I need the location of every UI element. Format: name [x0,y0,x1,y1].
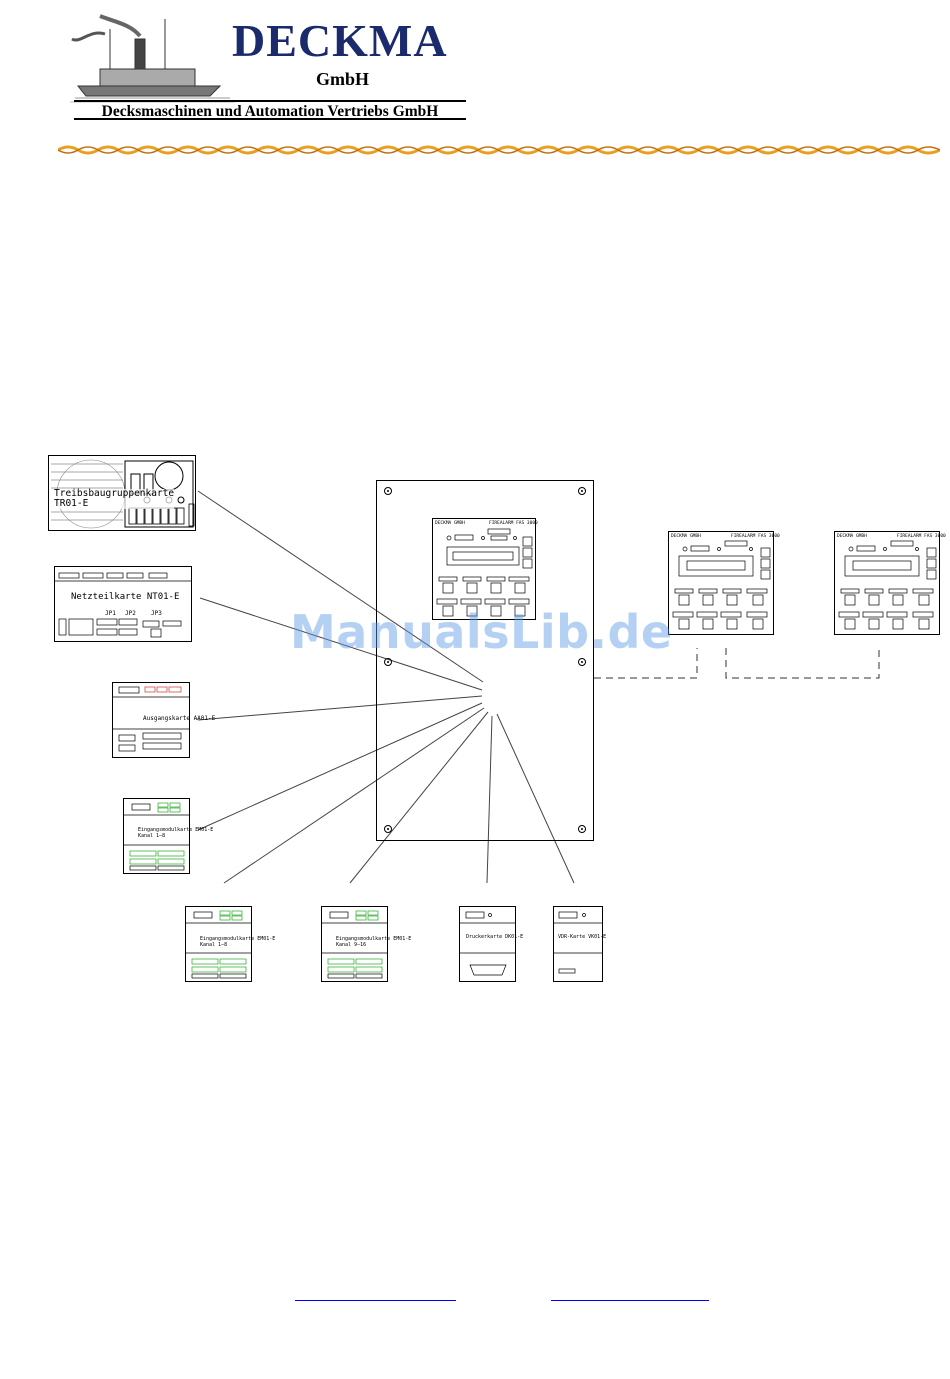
power-card-graphic [55,572,191,638]
input-card-1: Eingangsmodulkarte EM01-E Kanal 1–8 [123,798,213,874]
remote-panel-2-model: FIREALARM FAS 3000 [897,534,946,539]
main-panel-graphic [436,528,533,617]
remote-panel-1-graphic [672,540,771,630]
output-card-graphic [113,686,189,752]
power-card: Netzteilkarte NT01-E JP1 JP2 JP3 [54,566,192,642]
main-control-panel: DECKMA GMBH FIREALARM FAS 3000 [432,518,538,620]
printer-card-graphic [460,911,515,976]
input-card-1-label: Eingangsmodulkarte EM01-E [138,827,214,833]
printer-card-label: Druckerkarte DK01-E [466,934,524,940]
watermark: ManualsLib.de [290,605,673,659]
remote-panel-2: DECKMA GMBH FIREALARM FAS 3000 [834,531,946,635]
input-card-1-graphic [124,802,189,871]
input-card-2-sub: Kanal 1–8 [200,942,228,948]
remote-panel-1: DECKMA GMBH FIREALARM FAS 3000 [668,531,780,635]
power-card-jp2: JP2 [125,610,136,617]
input-card-3: Eingangsmodulkarte EM01-E Kanal 9–16 [321,906,411,982]
cabinet-screws [384,487,586,833]
footer-link-left[interactable] [295,1286,456,1301]
printer-card: Druckerkarte DK01-E [459,906,523,982]
steamship-illustration [70,14,235,103]
company-name: DECKMA [232,15,448,66]
remote-panel-1-model: FIREALARM FAS 3000 [731,534,780,539]
drive-card: Treibsbaugruppenkarte TR01-E [48,455,196,531]
drive-card-code: TR01-E [54,498,89,509]
remote-panel-2-brand: DECKMA GMBH [837,534,867,539]
logo [70,14,470,124]
vdr-card: VDR-Karte VK01-E [553,906,607,982]
input-card-2-graphic [186,910,251,979]
input-card-2-label: Eingangsmodulkarte EM01-E [200,936,276,942]
company-subtitle: Decksmaschinen und Automation Vertriebs … [74,100,466,120]
footer-link-right[interactable] [551,1286,709,1301]
input-card-2: Eingangsmodulkarte EM01-E Kanal 1–8 [185,906,275,982]
main-cabinet [376,480,594,841]
remote-panel-1-brand: DECKMA GMBH [671,534,701,539]
input-card-3-graphic [322,910,387,979]
panel-model: FIREALARM FAS 3000 [489,521,538,526]
power-card-label: Netzteilkarte NT01-E [71,592,180,602]
output-card-label: Ausgangskarte AA01-E [143,715,216,722]
vdr-card-graphic [554,911,602,974]
input-card-1-sub: Kanal 1–8 [138,833,166,839]
panel-brand: DECKMA GMBH [435,521,465,526]
input-card-3-label: Eingangsmodulkarte EM01-E [336,936,412,942]
output-card: Ausgangskarte AA01-E [112,682,215,758]
drive-card-label: Treibsbaugruppenkarte [54,488,175,499]
remote-panel-2-graphic [838,540,937,630]
company-suffix: GmbH [316,69,370,89]
power-card-jp1: JP1 [105,610,116,617]
decorative-rope-divider [58,145,940,155]
power-card-jp3: JP3 [151,610,162,617]
vdr-card-label: VDR-Karte VK01-E [558,934,607,940]
input-card-3-sub: Kanal 9–16 [336,942,367,948]
